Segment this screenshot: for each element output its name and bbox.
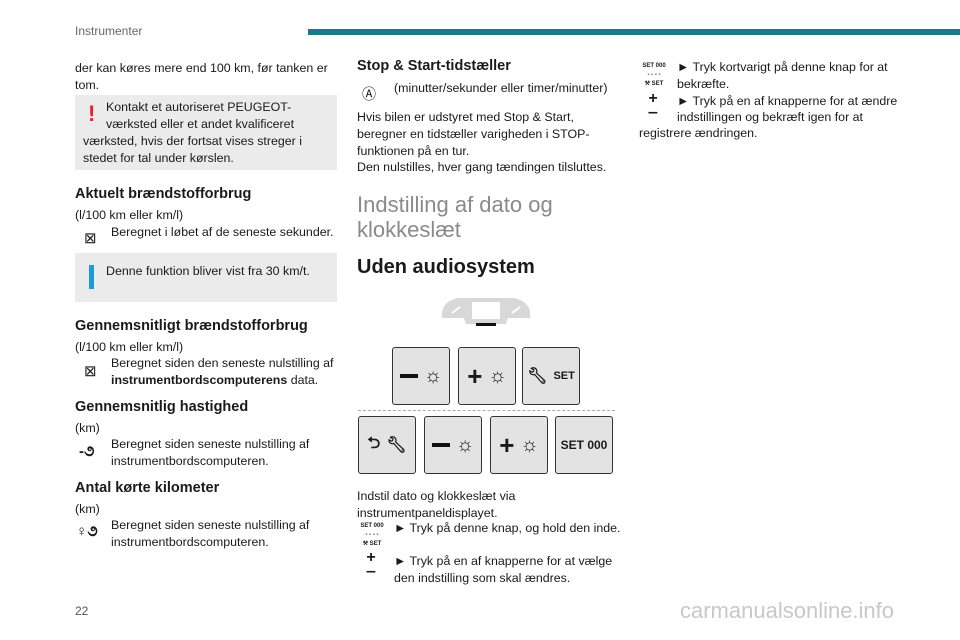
set-buttons-icon: SET 000- - - -⚒ SET — [642, 63, 666, 87]
line: instrumentpaneldisplayet. — [357, 505, 498, 520]
plus-minus-icon: +‒ — [648, 90, 658, 121]
desc: instrumentbordscomputeren. — [111, 454, 269, 468]
desc: Beregnet siden seneste nulstilling af — [111, 518, 310, 532]
desc: Beregnet siden seneste nulstilling af — [111, 437, 310, 451]
unit: (l/100 km eller km/l) — [75, 340, 184, 354]
heading-stop-start: Stop & Start-tidstæller — [357, 58, 511, 74]
intro-text: der kan køres mere end 100 km, før tanke… — [75, 60, 328, 94]
icon-000: 000 — [655, 63, 666, 69]
fuel-can-icon: ⊠ — [84, 363, 97, 380]
page-number: 22 — [75, 604, 89, 618]
desc: instrumentbordscomputeren. — [111, 535, 269, 549]
step: registrere ændringen. — [639, 126, 758, 140]
back-arrow-icon: ⮌ — [367, 434, 381, 452]
brightness-up-button-2[interactable]: +☼ — [490, 416, 548, 474]
desc: instrumentbordscomputerens data. — [111, 372, 318, 389]
watermark: carmanualsonline.info — [680, 598, 895, 623]
line: den indstilling som skal ændres. — [394, 570, 571, 585]
line: der kan køres mere end 100 km, før tanke… — [75, 61, 328, 75]
plus-minus-icon: +‒ — [366, 549, 376, 580]
subsection-title: Uden audiosystem — [357, 256, 535, 278]
line: Kontakt et autoriseret PEUGEOT- — [106, 100, 292, 114]
desc: Beregnet siden den seneste nulstilling a… — [111, 356, 334, 370]
unit: (l/100 km eller km/l) — [75, 208, 184, 222]
stop-text: Hvis bilen er udstyret med Stop & Start,… — [357, 109, 606, 176]
line: Indstil dato og klokkeslæt via — [357, 489, 516, 503]
icon-set: SET — [642, 63, 654, 69]
wrench-icon: 🔧︎ — [527, 368, 548, 385]
line: ► Tryk på en af knapperne for at vælge — [394, 554, 613, 568]
speed-icon: -૭ — [79, 443, 95, 460]
line: værksted, hvis der fortsat vises streger… — [83, 134, 302, 148]
plus-icon: + — [499, 430, 515, 460]
step: indstillingen og bekræft igen for at — [677, 110, 863, 124]
minus-icon — [399, 374, 418, 378]
line: funktionen på en tur. — [357, 143, 470, 158]
info-icon — [89, 262, 94, 289]
set-000-label: SET 000 — [560, 438, 608, 452]
stop-start-icon: Ⓐ — [362, 86, 376, 102]
unit: (km) — [75, 502, 100, 516]
minus-icon — [431, 443, 450, 447]
brightness-down-button[interactable]: ☼ — [392, 347, 450, 405]
info-text: Denne funktion bliver vist fra 30 km/t. — [106, 264, 310, 278]
instr-text: Indstil dato og klokkeslæt via instrument… — [357, 488, 515, 522]
line: Hvis bilen er udstyret med Stop & Start, — [357, 110, 574, 124]
step: bekræfte. — [677, 77, 730, 91]
unit: (minutter/sekunder eller timer/minutter) — [394, 81, 608, 95]
step: ► Tryk kortvarigt på denne knap for at — [677, 60, 888, 74]
sun-icon: ☼ — [488, 365, 507, 387]
sun-icon: ☼ — [520, 434, 539, 456]
step: ► Tryk på en af knapperne for at vælge de… — [394, 553, 612, 587]
line: Indstilling af dato og — [357, 192, 553, 217]
set-buttons-icon: SET 000- - - -⚒ SET — [360, 523, 384, 547]
line: tom. — [75, 77, 100, 92]
brightness-up-button[interactable]: +☼ — [458, 347, 516, 405]
set-label: SET — [553, 370, 575, 382]
brightness-down-button-2[interactable]: ☼ — [424, 416, 482, 474]
dashboard-icon — [441, 298, 531, 326]
heading-distance: Antal kørte kilometer — [75, 480, 220, 496]
fuel-can-icon: ⊠ — [84, 230, 97, 247]
line: beregner en tidstæller varigheden i STOP… — [357, 126, 590, 141]
unit: (km) — [75, 421, 100, 435]
heading-avg-fuel: Gennemsnitligt brændstofforbrug — [75, 318, 308, 334]
line: Den nulstilles, hver gang tændingen tils… — [357, 160, 607, 175]
line: klokkeslæt — [357, 217, 461, 242]
wrench-icon: 🔧︎ — [386, 437, 407, 454]
desc-rest: data. — [287, 373, 319, 387]
warning-box: ! Kontakt et autoriseret PEUGEOT- værkst… — [75, 95, 337, 170]
set-000-button[interactable]: SET 000 — [555, 416, 613, 474]
step: ► Tryk på denne knap, og hold den inde. — [394, 521, 621, 535]
info-box: Denne funktion bliver vist fra 30 km/t. — [75, 253, 337, 302]
desc: Beregnet i løbet af de seneste sekunder. — [111, 225, 334, 239]
sun-icon: ☼ — [455, 434, 475, 456]
warning-icon: ! — [88, 101, 96, 126]
line: værksted eller et andet kvalificeret — [106, 117, 295, 131]
step: ► Tryk på en af knapperne for at ændre — [677, 94, 898, 108]
header-accent-bar — [308, 29, 960, 35]
line: stedet for tal under kørslen. — [83, 151, 234, 165]
settings-set-button[interactable]: 🔧︎ SET — [522, 347, 580, 405]
header-section: Instrumenter — [75, 24, 143, 38]
back-settings-button[interactable]: ⮌ 🔧︎ — [358, 416, 416, 474]
sun-icon: ☼ — [423, 365, 443, 387]
bold-term: instrumentbordscomputerens — [111, 373, 288, 387]
plus-icon: + — [467, 361, 483, 391]
heading-current-fuel: Aktuelt brændstofforbrug — [75, 186, 252, 202]
divider — [358, 410, 615, 411]
distance-icon: ♀૭ — [76, 523, 98, 540]
heading-avg-speed: Gennemsnitlig hastighed — [75, 399, 249, 415]
